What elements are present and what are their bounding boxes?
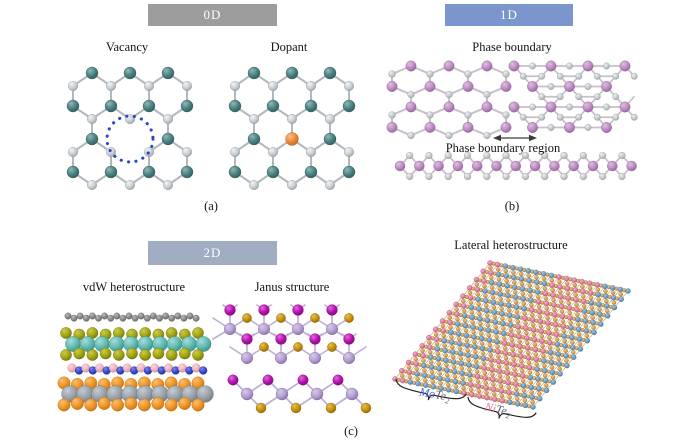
header-bar-2d: 2D [148, 241, 277, 265]
vdw-heterostructure-structure [57, 312, 214, 412]
phase-boundary-structure [386, 60, 638, 140]
nite2-label: NiTe2 [482, 399, 512, 420]
dopant-label: Dopant [270, 40, 308, 54]
header-bar-0d: 0D [148, 4, 277, 26]
phase-boundary-region-label: Phase boundary region [445, 141, 561, 155]
lateral-heterostructure-label: Lateral heterostructure [454, 238, 568, 252]
caption-b: (b) [504, 199, 520, 213]
vacancy-circle [105, 114, 155, 164]
janus-structure-structure [212, 304, 372, 414]
vacancy-label: Vacancy [105, 40, 149, 54]
header-bar-1d: 1D [445, 4, 573, 26]
vacancy-structure [66, 66, 194, 190]
phase-boundary-title: Phase boundary [472, 40, 552, 54]
phase-boundary-arrow [493, 134, 537, 142]
janus-structure-label: Janus structure [254, 280, 330, 294]
lateral-heterostructure-structure [392, 260, 631, 410]
phase-boundary-side-view [394, 151, 637, 181]
mote2-label: MoTe2 [417, 384, 451, 405]
dopant-structure [228, 66, 356, 190]
caption-c: (c) [344, 424, 358, 438]
caption-a: (a) [204, 199, 218, 213]
vdw-heterostructure-label: vdW heterostructure [82, 280, 186, 294]
